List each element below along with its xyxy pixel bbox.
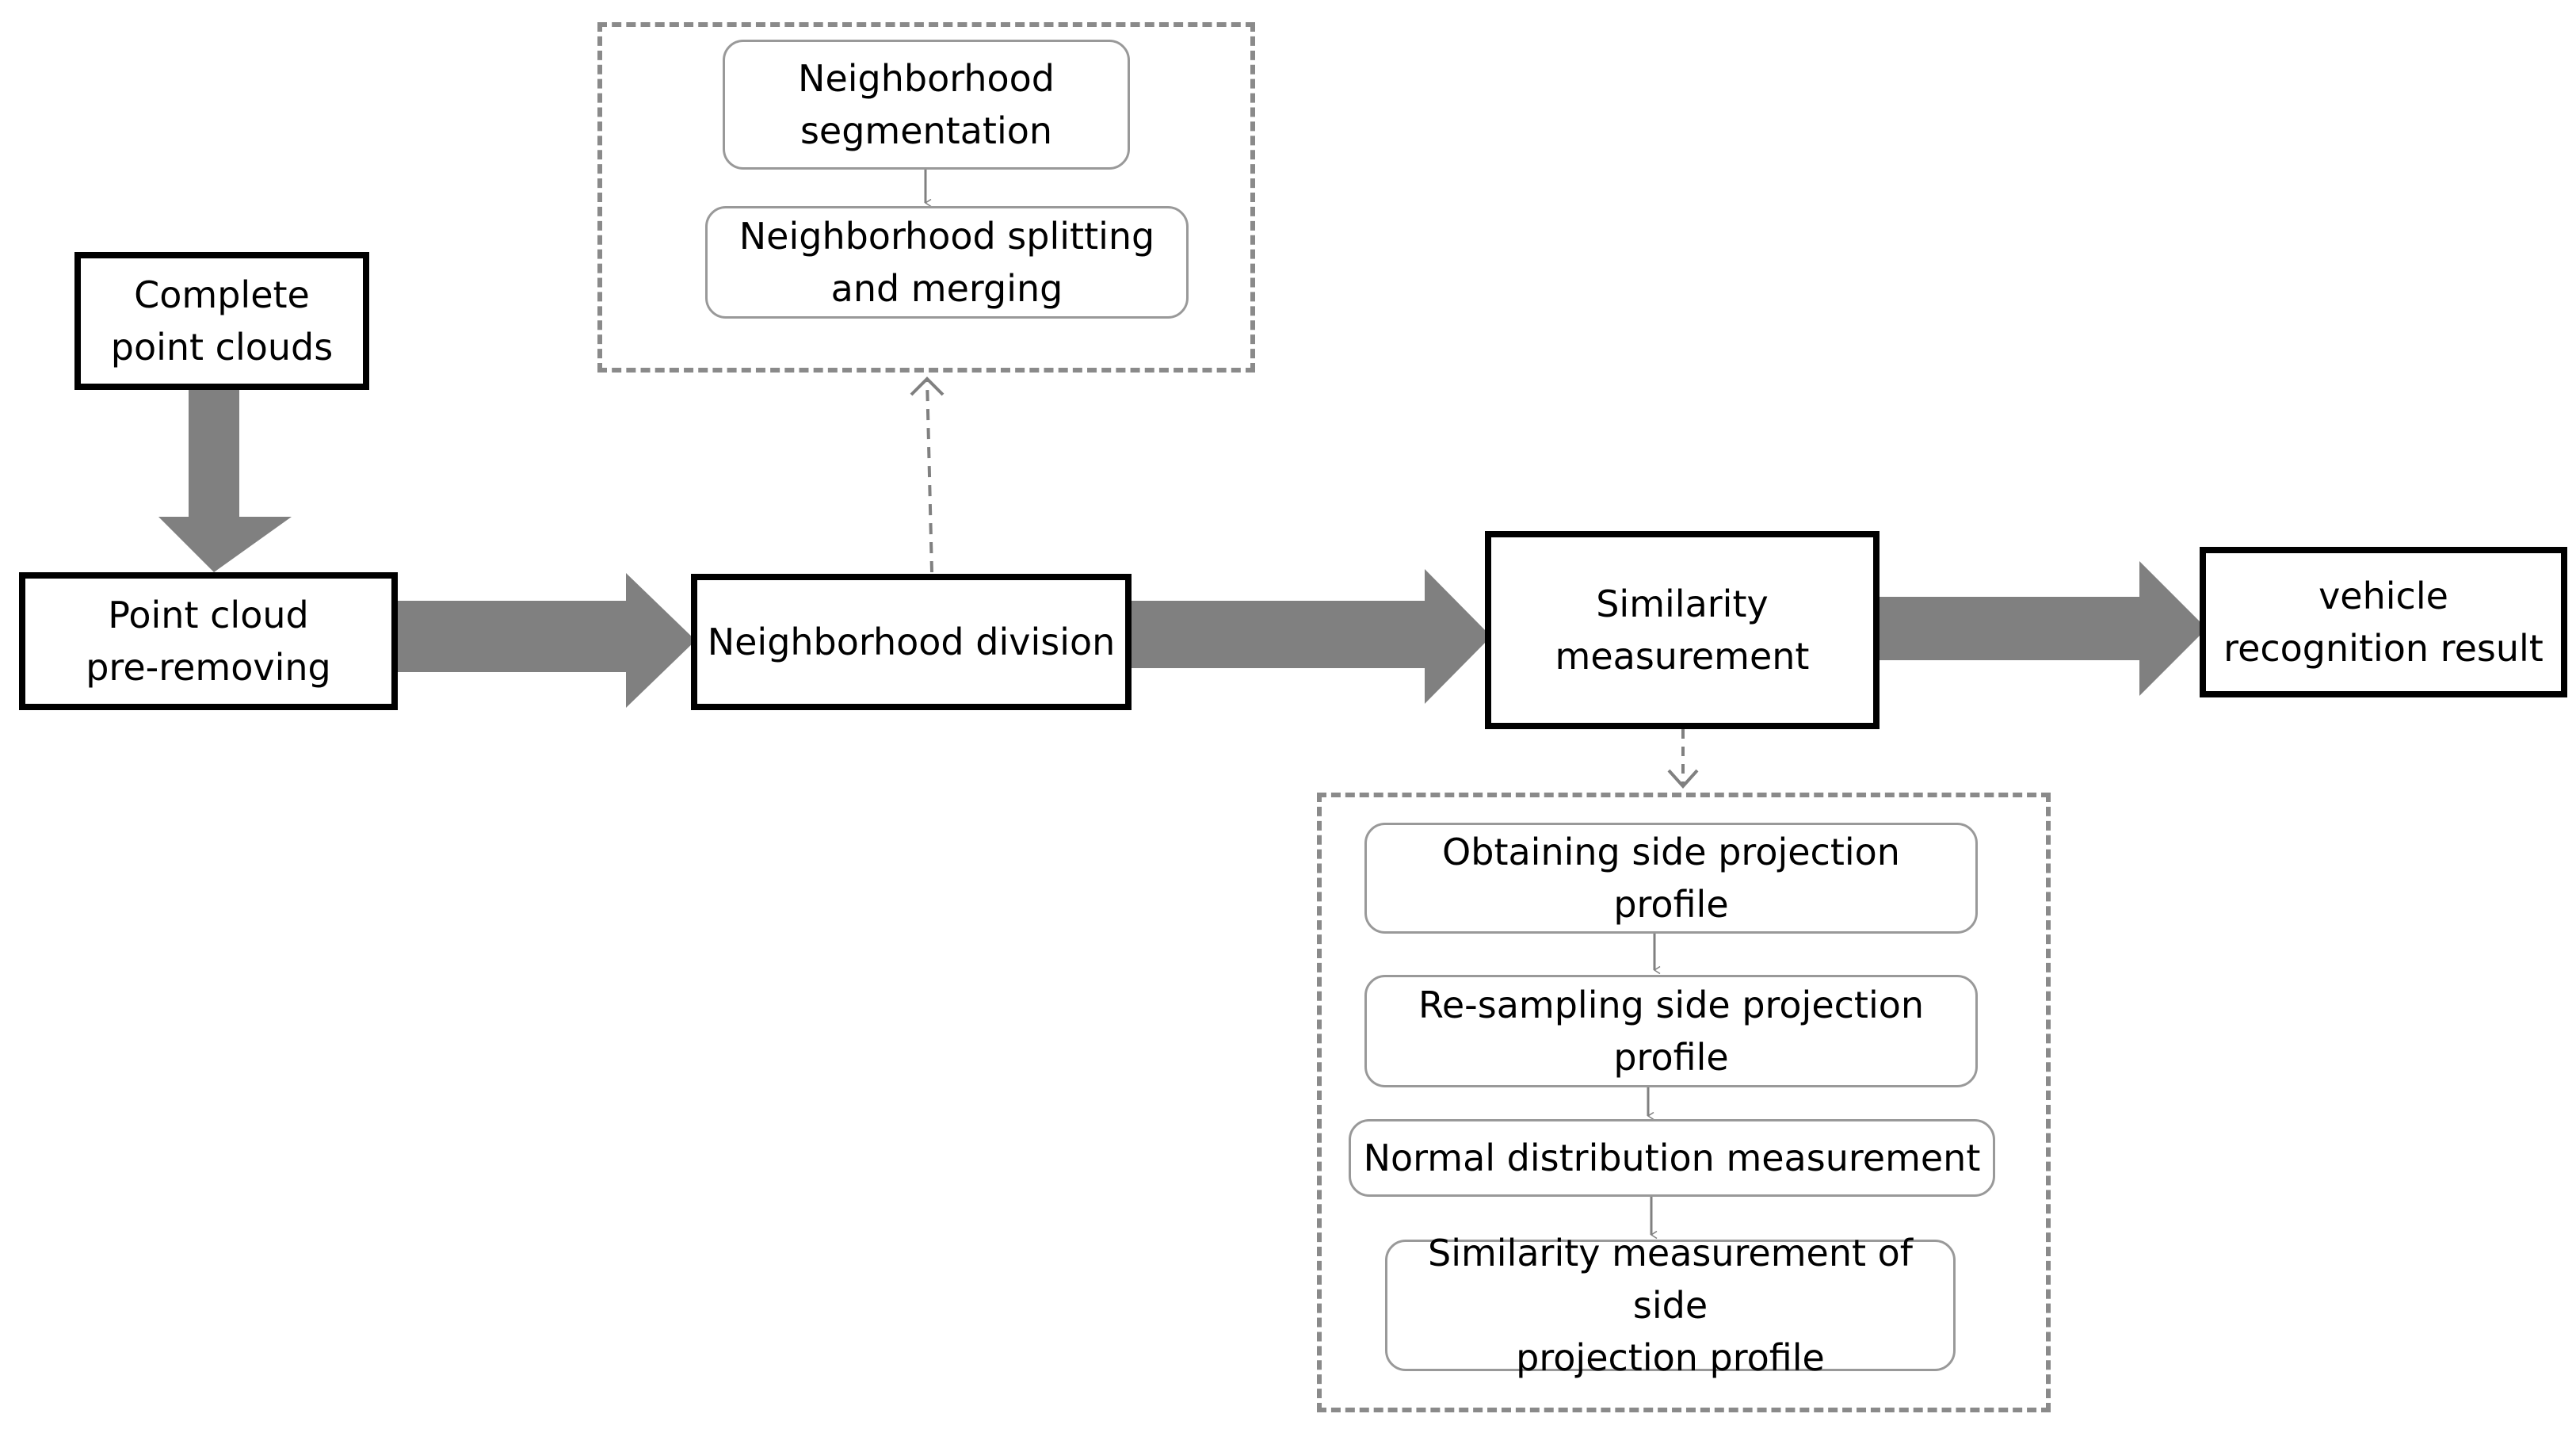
obtaining-side-projection-profile-label: Obtaining side projection profile [1442,831,1900,926]
resampling-side-projection-profile-label: Re-sampling side projection profile [1418,984,1925,1079]
neighborhood-division-label: Neighborhood division [707,621,1116,663]
arrow-complete-to-preremoving [158,390,292,572]
side-projection-similarity-step: Similarity measurement of side projectio… [1385,1232,1956,1379]
dashed-connector-division-group-head [910,376,945,396]
arrow-similarity-to-result [1876,561,2207,696]
normal-distribution-measurement-label: Normal distribution measurement [1363,1137,1981,1179]
similarity-measurement-node: Similarity measurement [1485,531,1880,729]
neighborhood-splitting-merging-step: Neighborhood splitting and merging [705,206,1189,319]
complete-point-clouds-node: Complete point clouds [74,252,369,390]
neighborhood-division-node: Neighborhood division [691,574,1132,710]
neighborhood-division-detail-group [597,22,1255,373]
vehicle-recognition-result-node: vehicle recognition result [2200,547,2567,697]
arrow-preremoving-to-division [396,573,696,708]
resampling-side-projection-profile-step: Re-sampling side projection profile [1364,975,1978,1087]
point-cloud-pre-removing-node: Point cloud pre-removing [19,572,398,710]
neighborhood-splitting-merging-label: Neighborhood splitting and merging [738,215,1155,310]
complete-point-clouds-label: Complete point clouds [110,273,334,369]
arrow-division-to-similarity [1129,569,1491,704]
neighborhood-segmentation-label: Neighborhood segmentation [798,57,1055,152]
side-projection-similarity-label: Similarity measurement of side projectio… [1428,1232,1913,1379]
normal-distribution-measurement-step: Normal distribution measurement [1349,1119,1995,1197]
dashed-connector-division-group [925,378,933,573]
obtaining-side-projection-profile-step: Obtaining side projection profile [1364,823,1978,934]
dashed-connector-similarity-group-head [1667,769,1699,789]
similarity-measurement-detail-group [1317,793,2051,1412]
point-cloud-pre-removing-label: Point cloud pre-removing [86,594,331,689]
vehicle-recognition-result-label: vehicle recognition result [2223,575,2544,670]
similarity-measurement-label: Similarity measurement [1555,583,1810,678]
neighborhood-segmentation-step: Neighborhood segmentation [723,40,1130,170]
